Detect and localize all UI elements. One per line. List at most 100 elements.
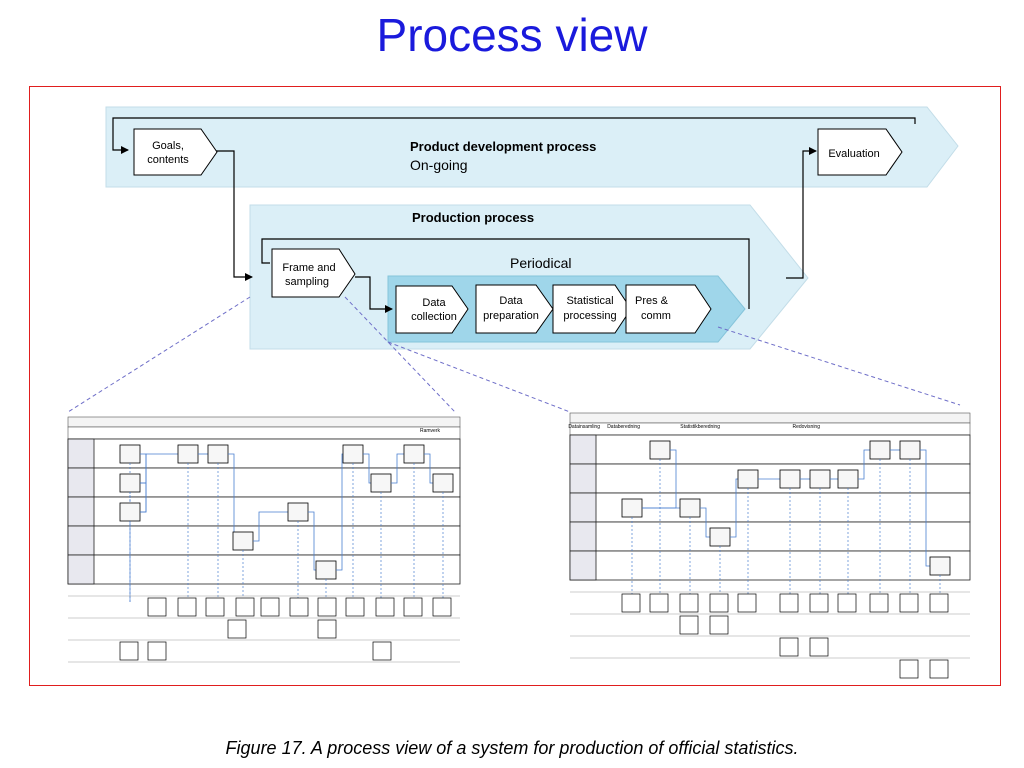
- right-detail-document-box: [929, 659, 949, 679]
- left-detail-lane-label: [67, 496, 95, 527]
- left-detail-activity-box: [119, 444, 141, 464]
- zoom-link-right-2: [717, 326, 961, 406]
- process-diagram: Product development process On-going Pro…: [67, 106, 971, 679]
- left-detail-flow-line: [336, 453, 343, 571]
- right-detail-lane-label: [569, 434, 597, 465]
- right-detail-activity-box: [779, 469, 801, 489]
- left-detail-document-box: [147, 597, 167, 617]
- left-detail-flow-line: [391, 453, 404, 484]
- right-detail-header: [569, 412, 971, 424]
- right-detail-document-box: [709, 615, 729, 635]
- step-statistical-processing-shape: [552, 284, 632, 334]
- right-detail-activity-box: [709, 527, 731, 547]
- right-detail-activity-box: [869, 440, 891, 460]
- left-detail-lane: [67, 525, 461, 556]
- right-detail-document-box: [809, 593, 829, 613]
- step-goals: Goals, contents: [133, 128, 218, 176]
- left-detail-activity-box: [177, 444, 199, 464]
- step-pres-comm-line-1: Pres &: [635, 295, 669, 307]
- left-detail-flow-line: [140, 453, 178, 513]
- left-detail-activity-box: [119, 502, 141, 522]
- step-frame-sampling-line-2: sampling: [285, 276, 329, 288]
- right-detail-flow-line: [858, 449, 870, 480]
- right-detail-document-box: [679, 615, 699, 635]
- step-data-preparation-shape: [475, 284, 554, 334]
- detail-left-stage-label: Ramverk: [420, 428, 441, 434]
- right-detail-flow-line: [920, 449, 930, 567]
- left-detail-document-box: [432, 597, 452, 617]
- left-detail-activity-box: [119, 473, 141, 493]
- loop-line-product: [112, 117, 916, 154]
- right-detail-document-box: [709, 593, 729, 613]
- left-detail-activity-box: [207, 444, 229, 464]
- left-detail-flow-line: [363, 453, 371, 484]
- left-detail-flow-line: [253, 511, 288, 542]
- step-pres-comm: Pres & comm: [625, 284, 712, 334]
- left-detail-flow-line: [424, 453, 433, 484]
- left-detail-document-box: [372, 641, 392, 661]
- step-pres-comm-shape: [625, 284, 712, 334]
- right-detail-activity-box: [837, 469, 859, 489]
- left-detail-activity-box: [370, 473, 392, 493]
- right-detail-lane: [569, 463, 971, 494]
- left-detail-document-box: [147, 641, 167, 661]
- step-data-preparation-line-2: preparation: [483, 310, 539, 322]
- left-detail-document-box: [317, 619, 337, 639]
- step-data-preparation-line-1: Data: [499, 295, 523, 307]
- left-detail-document-box: [260, 597, 280, 617]
- right-detail-lane-label: [569, 463, 597, 494]
- zoom-link-left-2: [344, 296, 456, 413]
- left-detail-lane-label: [67, 554, 95, 585]
- right-detail-document-box: [899, 659, 919, 679]
- right-detail-flow-line: [730, 478, 738, 538]
- frame-sampling-detail-diagram: Ramverk: [67, 416, 461, 663]
- right-detail-document-box: [837, 593, 857, 613]
- step-pres-comm-line-2: comm: [641, 310, 671, 322]
- step-goals-line-1: Goals,: [152, 140, 184, 152]
- step-data-collection-line-1: Data: [422, 297, 446, 309]
- right-detail-document-box: [899, 593, 919, 613]
- detail-stage-label: Statistikberedning: [680, 424, 720, 430]
- left-detail-document-box: [375, 597, 395, 617]
- right-detail-activity-box: [929, 556, 951, 576]
- step-frame-sampling-line-1: Frame and: [282, 262, 335, 274]
- right-detail-lane-label: [569, 521, 597, 552]
- step-goals-shape: [133, 128, 218, 176]
- left-detail-lane-label: [67, 438, 95, 469]
- zoom-links: [67, 296, 961, 413]
- right-detail-document-box: [779, 593, 799, 613]
- right-detail-activity-box: [899, 440, 921, 460]
- left-detail-activity-box: [432, 473, 454, 493]
- left-detail-activity-box: [403, 444, 425, 464]
- left-detail-activity-box: [342, 444, 364, 464]
- left-detail-document-box: [205, 597, 225, 617]
- right-detail-activity-box: [679, 498, 701, 518]
- left-detail-document-box: [345, 597, 365, 617]
- right-detail-document-box: [679, 593, 699, 613]
- step-goals-line-2: contents: [147, 154, 189, 166]
- right-detail-document-box: [737, 593, 757, 613]
- left-detail-document-box: [177, 597, 197, 617]
- step-data-collection-line-2: collection: [411, 311, 457, 323]
- step-data-preparation: Data preparation: [475, 284, 554, 334]
- step-evaluation: Evaluation: [817, 128, 903, 176]
- step-frame-sampling: Frame and sampling: [271, 248, 356, 298]
- left-detail-document-box: [235, 597, 255, 617]
- right-detail-document-box: [929, 593, 949, 613]
- right-detail-document-box: [779, 637, 799, 657]
- right-detail-activity-box: [649, 440, 671, 460]
- slide-title: Process view: [376, 9, 648, 61]
- detail-stage-label: Redovisning: [792, 424, 820, 430]
- step-data-collection-shape: [395, 285, 469, 334]
- right-detail-flow-line: [700, 507, 710, 538]
- right-detail-lane-label: [569, 550, 597, 581]
- left-detail-header: [67, 416, 461, 428]
- step-statistical-processing-line-1: Statistical: [566, 295, 613, 307]
- right-detail-document-box: [869, 593, 889, 613]
- right-detail-document-box: [621, 593, 641, 613]
- left-detail-lane-label: [67, 467, 95, 498]
- left-detail-activity-box: [287, 502, 309, 522]
- detail-stage-label: Databeredning: [607, 424, 640, 430]
- diagram-frame: Product development process On-going Pro…: [29, 86, 1001, 686]
